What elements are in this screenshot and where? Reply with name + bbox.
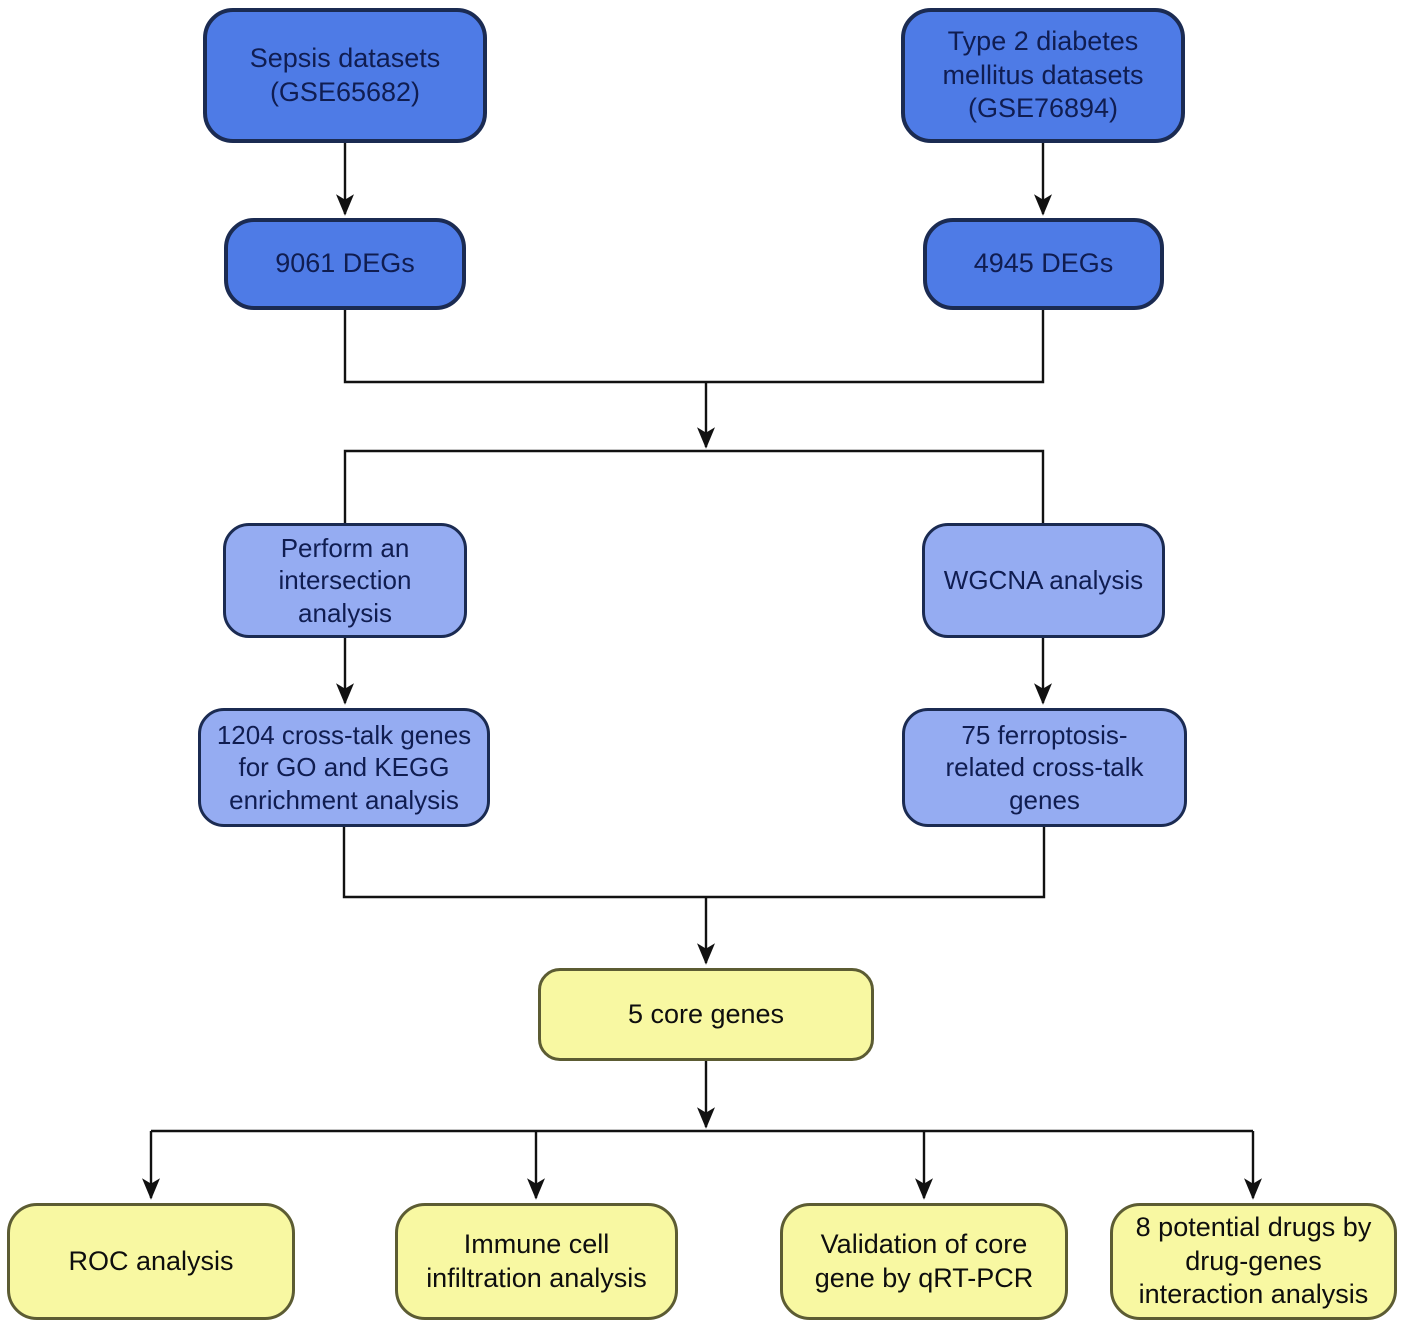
node-ferroptosis-genes: 75 ferroptosis- related cross-talk genes (902, 708, 1187, 827)
node-intersection-analysis: Perform an intersection analysis (223, 523, 467, 638)
connector-degs-merge (343, 310, 1045, 384)
node-wgcna-analysis: WGCNA analysis (922, 523, 1165, 638)
node-drug-interaction: 8 potential drugs by drug-genes interact… (1110, 1203, 1397, 1320)
connector-analysis-split (343, 449, 1045, 523)
node-core-genes: 5 core genes (538, 968, 874, 1061)
node-t2dm-datasets: Type 2 diabetes mellitus datasets (GSE76… (901, 8, 1185, 143)
node-immune-infiltration: Immune cell infiltration analysis (395, 1203, 678, 1320)
node-qrtpcr-validation: Validation of core gene by qRT-PCR (780, 1203, 1068, 1320)
connector-genes-merge (342, 827, 1046, 899)
node-crosstalk-genes: 1204 cross-talk genes for GO and KEGG en… (198, 708, 490, 827)
node-sepsis-degs: 9061 DEGs (224, 218, 466, 310)
node-t2dm-degs: 4945 DEGs (923, 218, 1164, 310)
node-roc-analysis: ROC analysis (7, 1203, 295, 1320)
node-sepsis-datasets: Sepsis datasets (GSE65682) (203, 8, 487, 143)
